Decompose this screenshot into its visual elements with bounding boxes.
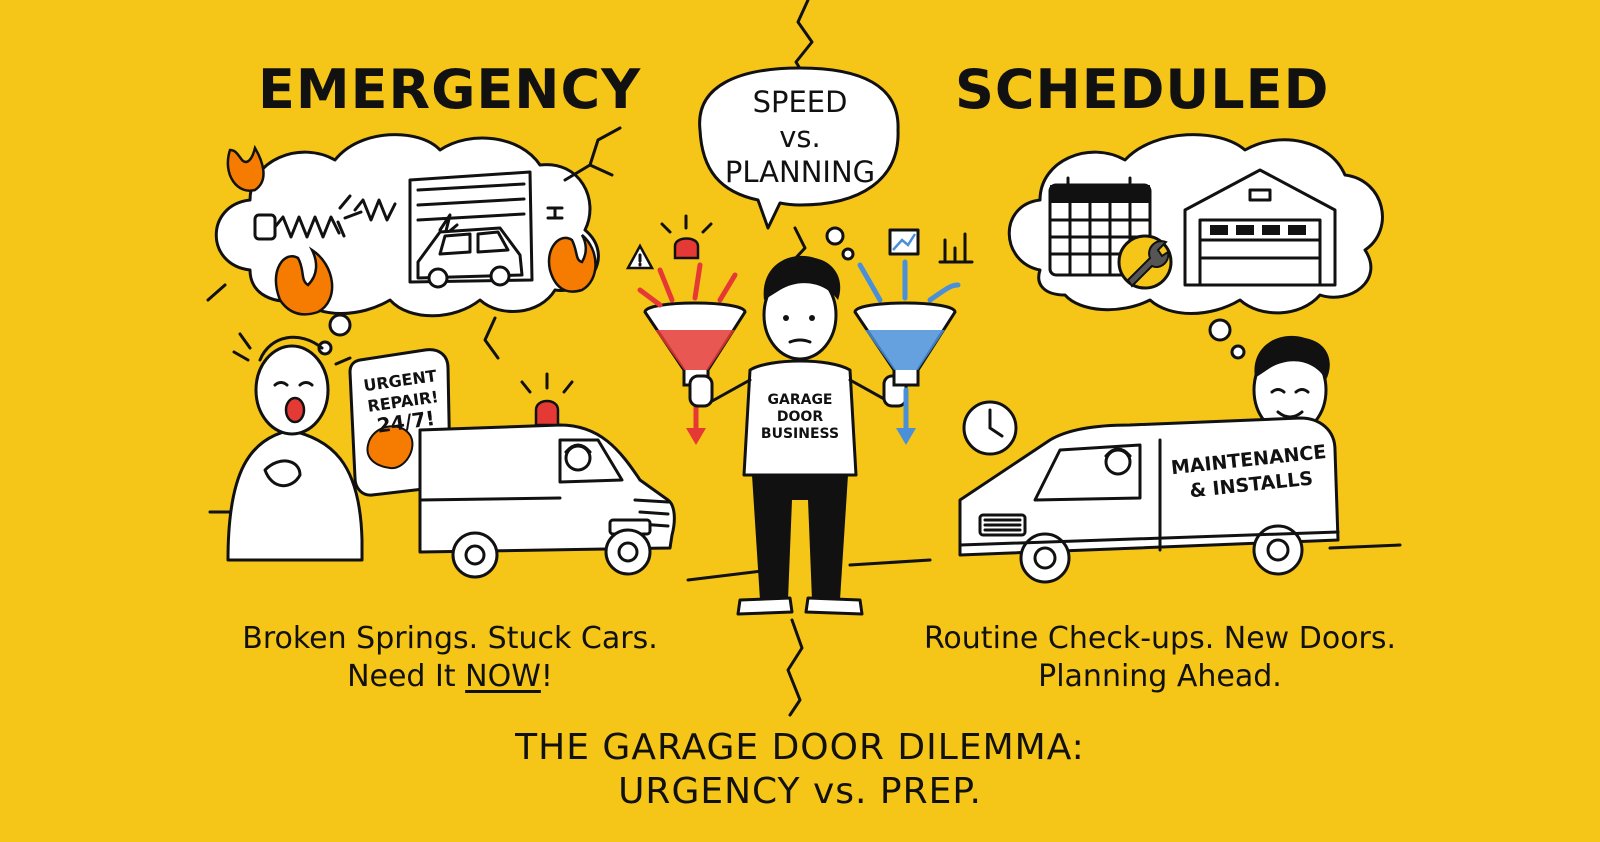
garage-door-icon (1183, 168, 1337, 287)
car-icon (416, 226, 524, 289)
siren-icon (520, 372, 574, 427)
red-funnel-icon (637, 262, 747, 445)
flame-icon (226, 144, 597, 316)
scheduled-heading: SCHEDULED (955, 58, 1330, 121)
dilemma-title: THE GARAGE DOOR DILEMMA: URGENCY vs. PRE… (515, 727, 1085, 812)
scheduled-caption: Routine Check-ups. New Doors. Planning A… (923, 621, 1397, 694)
warning-icon (625, 243, 655, 270)
shirt-label: GARAGE DOOR BUSINESS (760, 392, 840, 442)
speech-bubble (698, 66, 900, 261)
emergency-heading: EMERGENCY (258, 58, 642, 121)
emergency-van-icon (418, 423, 676, 579)
emergency-thought-cloud (214, 133, 600, 356)
panicked-customer (226, 332, 364, 562)
blue-funnel-icon (853, 259, 961, 445)
clock-icon (962, 400, 1018, 456)
wrench-icon (1117, 234, 1173, 290)
broken-spring-icon (253, 194, 397, 241)
speed-vs-planning-bubble-text: SPEED vs. PLANNING (724, 85, 876, 189)
phone-screen-text: URGENT REPAIR! 24/7! (362, 366, 440, 438)
service-van-icon (958, 416, 1340, 584)
chart-icon (888, 228, 974, 264)
business-owner (688, 255, 908, 616)
emergency-caption: Broken Springs. Stuck Cars. Need It NOW! (242, 621, 658, 694)
siren-icon (660, 214, 713, 260)
